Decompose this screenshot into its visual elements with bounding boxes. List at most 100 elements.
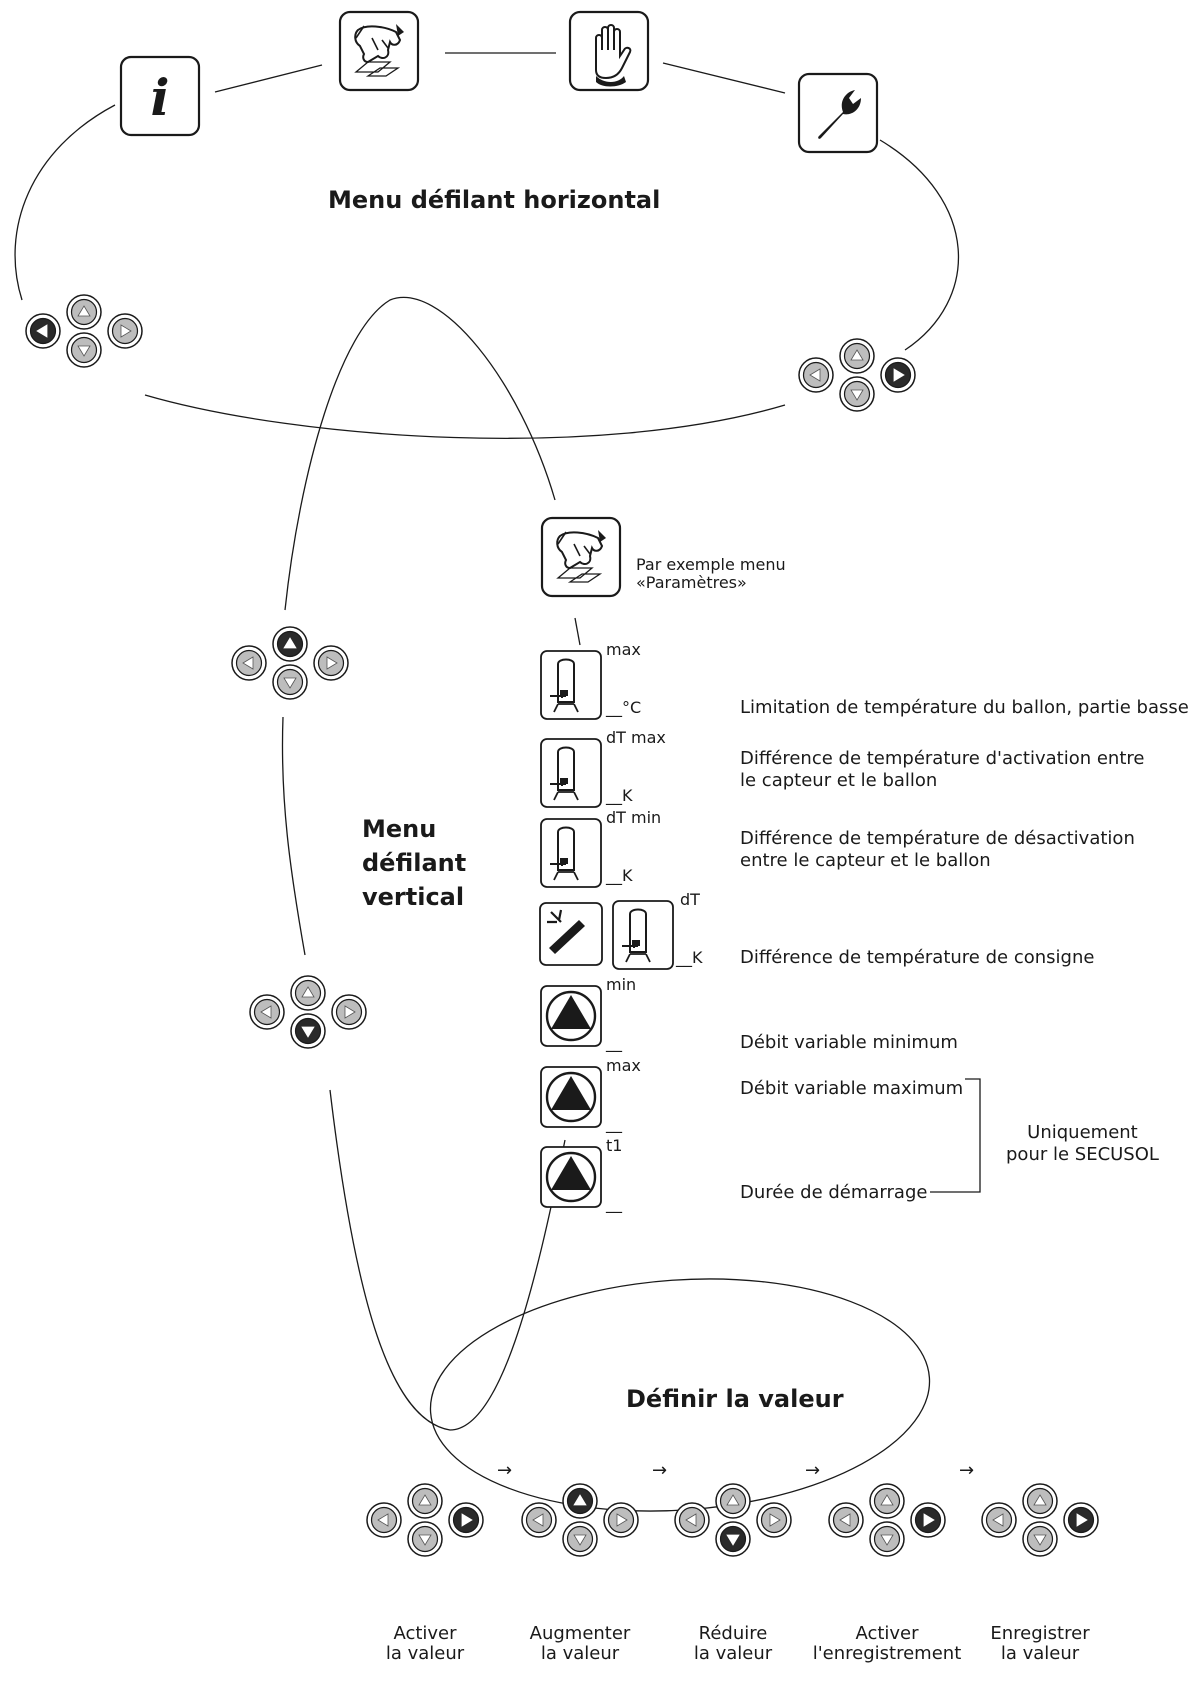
navigation-keypad[interactable] <box>248 974 368 1050</box>
navigation-keypad[interactable] <box>24 293 144 369</box>
vertical-title-line: vertical <box>362 883 465 911</box>
keypad-left-button[interactable] <box>366 1502 402 1538</box>
keypad-left-button[interactable] <box>231 645 267 681</box>
tank-icon <box>540 818 602 892</box>
tank-icon <box>540 738 602 812</box>
step-caption-line: l'enregistrement <box>812 1643 962 1664</box>
param-top-label: max <box>606 1056 641 1075</box>
param-unit: __ <box>606 1194 622 1213</box>
hand-stop-icon[interactable] <box>568 10 650 92</box>
keypad-left-button[interactable] <box>798 357 834 393</box>
wrench-icon[interactable] <box>797 72 879 154</box>
keypad-down-button[interactable] <box>290 1013 326 1049</box>
keypad-down-button[interactable] <box>839 376 875 412</box>
keypad-down-button[interactable] <box>1022 1521 1058 1557</box>
keypad-left-button[interactable] <box>521 1502 557 1538</box>
step-caption-line: la valeur <box>1000 1643 1080 1664</box>
param-unit: __°C <box>606 698 642 717</box>
secusol-note-line: Uniquement <box>1027 1122 1138 1143</box>
keypad-up-button[interactable] <box>272 626 308 662</box>
step-arrow: → <box>497 1460 513 1481</box>
tank-icon <box>612 900 674 974</box>
pump-icon <box>540 1066 602 1132</box>
example-menu-label: Par exemple menu «Paramètres» <box>636 556 786 592</box>
keypad-right-button[interactable] <box>1063 1502 1099 1538</box>
vertical-title-line: Menu <box>362 815 437 843</box>
keypad-down-button[interactable] <box>715 1521 751 1557</box>
keypad-right-button[interactable] <box>448 1502 484 1538</box>
param-description-line: Différence de température d'activation e… <box>740 748 1145 769</box>
param-top-label: min <box>606 975 637 994</box>
param-description-line: Différence de température de consigne <box>740 947 1095 968</box>
step-caption-line: Réduire <box>698 1623 768 1644</box>
keypad-right-button[interactable] <box>331 994 367 1030</box>
param-description-line: Débit variable minimum <box>740 1032 958 1053</box>
navigation-keypad[interactable] <box>230 625 350 701</box>
param-description-line: Limitation de température du ballon, par… <box>740 697 1189 718</box>
keypad-left-button[interactable] <box>981 1502 1017 1538</box>
keypad-up-button[interactable] <box>839 338 875 374</box>
keypad-right-button[interactable] <box>313 645 349 681</box>
keypad-right-button[interactable] <box>107 313 143 349</box>
keypad-down-button[interactable] <box>407 1521 443 1557</box>
step-caption-line: la valeur <box>385 1643 465 1664</box>
keypad-right-button[interactable] <box>756 1502 792 1538</box>
pump-icon <box>540 985 602 1051</box>
info-icon[interactable]: i <box>119 55 201 137</box>
keypad-up-button[interactable] <box>869 1483 905 1519</box>
step-caption-line: Activer <box>393 1623 457 1644</box>
step-caption-line: Augmenter <box>529 1623 631 1644</box>
param-unit: __K <box>606 786 633 805</box>
horizontal-menu-title: Menu défilant horizontal <box>328 186 661 214</box>
step-arrow: → <box>959 1460 975 1481</box>
keypad-up-button[interactable] <box>1022 1483 1058 1519</box>
navigation-keypad[interactable] <box>980 1482 1100 1558</box>
secusol-note-line: pour le SECUSOL <box>1006 1144 1159 1165</box>
param-top-label: dT min <box>606 808 662 827</box>
param-description-line: Différence de température de désactivati… <box>740 828 1135 849</box>
navigation-keypad[interactable] <box>520 1482 640 1558</box>
set-value-title: Définir la valeur <box>626 1385 844 1413</box>
keypad-up-button[interactable] <box>66 294 102 330</box>
step-caption-line: Enregistrer <box>990 1623 1090 1644</box>
step-caption-line: Activer <box>855 1623 919 1644</box>
param-top-label: dT max <box>606 728 666 747</box>
param-description-line: Durée de démarrage <box>740 1182 928 1203</box>
navigation-keypad[interactable] <box>365 1482 485 1558</box>
keypad-down-button[interactable] <box>272 664 308 700</box>
keypad-right-button[interactable] <box>603 1502 639 1538</box>
param-description: Limitation de température du ballon, par… <box>740 697 1189 719</box>
keypad-left-button[interactable] <box>249 994 285 1030</box>
keypad-up-button[interactable] <box>715 1483 751 1519</box>
keypad-left-button[interactable] <box>25 313 61 349</box>
svg-text:i: i <box>151 68 170 127</box>
keypad-down-button[interactable] <box>66 332 102 368</box>
navigation-keypad[interactable] <box>673 1482 793 1558</box>
param-unit: __ <box>606 1114 622 1133</box>
param-unit: __K <box>606 866 633 885</box>
param-description: Différence de température d'activation e… <box>740 748 1144 792</box>
step-arrow: → <box>805 1460 821 1481</box>
keypad-up-button[interactable] <box>562 1483 598 1519</box>
keypad-left-button[interactable] <box>828 1502 864 1538</box>
step-caption-line: la valeur <box>540 1643 620 1664</box>
keypad-down-button[interactable] <box>562 1521 598 1557</box>
navigation-keypad[interactable] <box>827 1482 947 1558</box>
hand-pointing-icon[interactable] <box>540 516 622 598</box>
keypad-down-button[interactable] <box>869 1521 905 1557</box>
hand-pointing-icon[interactable] <box>338 10 420 92</box>
example-line: Par exemple menu <box>636 555 786 574</box>
vertical-title-line: défilant <box>362 849 467 877</box>
navigation-keypad[interactable] <box>797 337 917 413</box>
keypad-up-button[interactable] <box>290 975 326 1011</box>
example-line: «Paramètres» <box>636 573 747 592</box>
keypad-up-button[interactable] <box>407 1483 443 1519</box>
keypad-right-button[interactable] <box>910 1502 946 1538</box>
param-description-line: le capteur et le ballon <box>740 770 938 791</box>
keypad-left-button[interactable] <box>674 1502 710 1538</box>
keypad-right-button[interactable] <box>880 357 916 393</box>
